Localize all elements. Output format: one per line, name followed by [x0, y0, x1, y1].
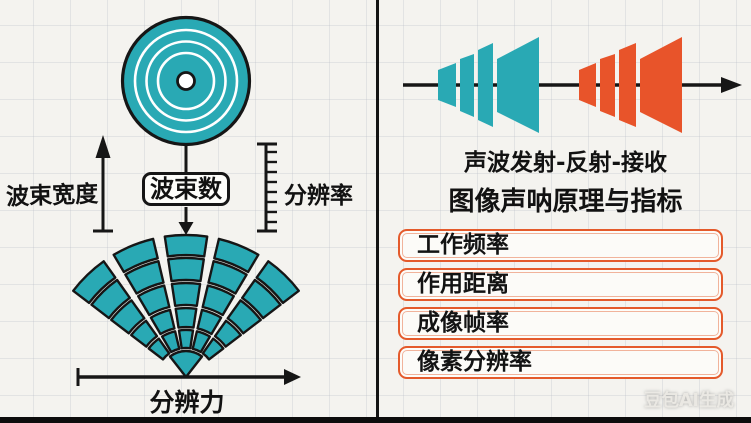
resolution-label: 分辨率 [284, 183, 353, 209]
bottom-edge-bar [0, 417, 751, 423]
fan-segment [177, 328, 195, 350]
fan-segment [241, 278, 282, 320]
transducer-icon [120, 15, 252, 147]
panel-divider [376, 0, 379, 423]
panel-title: 图像声呐原理与指标 [448, 187, 683, 217]
fan-segment [174, 306, 198, 329]
metric-box-pixel-resolution: 像素分辨率 [398, 346, 723, 379]
fan-segment [196, 308, 223, 336]
fan-segment [149, 308, 176, 336]
fan-segment [160, 330, 181, 354]
fan-segment [207, 260, 248, 295]
beam-width-arrow-icon [93, 135, 113, 233]
metric-label: 作用距离 [417, 271, 509, 297]
fan-segment [226, 299, 262, 335]
wave-caption: 声波发射-反射-接收 [463, 150, 668, 176]
fan-segment [124, 260, 165, 295]
fan-segment [201, 337, 225, 361]
fan-segment [213, 319, 242, 348]
metric-label: 像素分辨率 [417, 349, 532, 375]
fan-segment [163, 233, 209, 258]
beam-fan-icon [72, 233, 300, 379]
fan-segment [255, 260, 300, 305]
metric-box-working-distance: 作用距离 [398, 268, 723, 301]
fan-segment [90, 278, 131, 320]
fan-segment [201, 284, 235, 317]
fan-segment [72, 260, 117, 305]
metric-box-frame-rate: 成像帧率 [398, 307, 723, 340]
fan-segment [110, 299, 146, 335]
metric-label: 工作频率 [417, 232, 509, 258]
resolving-power-label: 分辨力 [149, 388, 225, 417]
watermark: 豆包AI生成 [644, 391, 735, 411]
sound-wave-transmit-icon [438, 37, 539, 133]
fan-segment [167, 256, 205, 283]
fan-segment [112, 237, 159, 274]
beam-count-box: 波束数 [142, 172, 230, 206]
metric-box-working-frequency: 工作频率 [398, 229, 723, 262]
metric-label: 成像帧率 [417, 310, 509, 336]
fan-segment [147, 337, 171, 361]
fan-segment [191, 330, 212, 354]
beam-count-connector [178, 146, 194, 235]
resolution-ruler-icon [257, 142, 277, 233]
fan-segment [213, 237, 260, 274]
beam-width-label: 波束宽度 [5, 181, 99, 211]
fan-segment [130, 319, 159, 348]
fan-segment [137, 284, 171, 317]
resolving-axis-arrow-icon [76, 368, 301, 386]
sound-wave-receive-icon [579, 37, 682, 133]
beam-count-label: 波束数 [150, 175, 222, 203]
fan-segment [168, 349, 204, 379]
fan-segment [170, 281, 202, 307]
